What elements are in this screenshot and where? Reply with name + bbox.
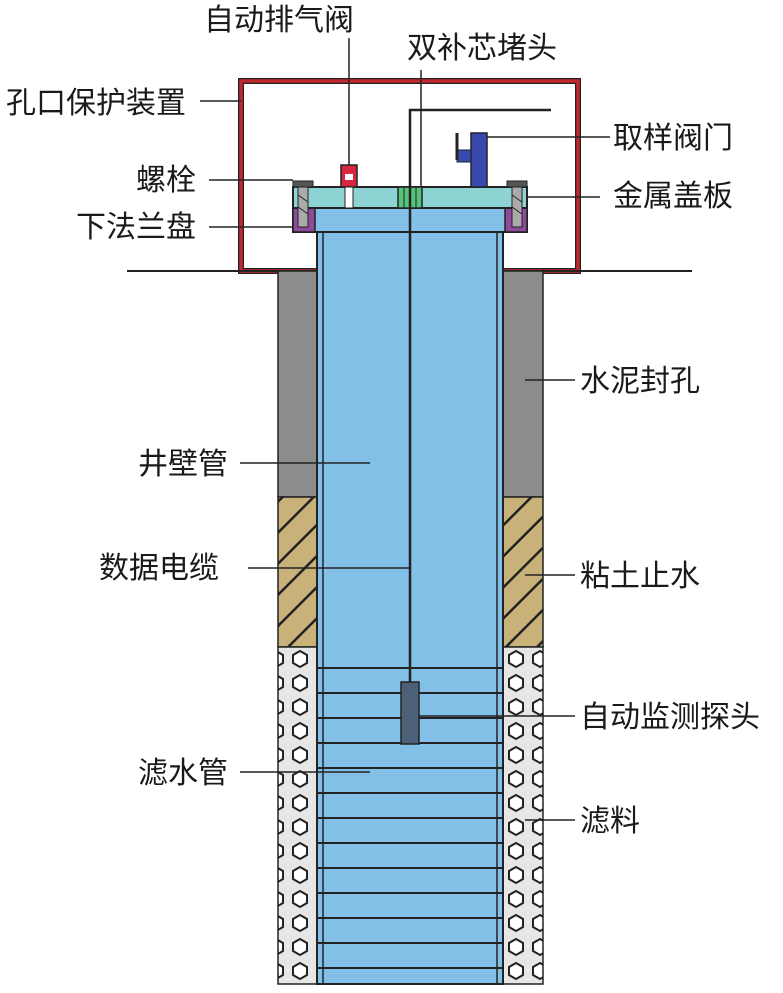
label-auto-vent-valve: 自动排气阀 — [204, 3, 354, 38]
label-cement-seal: 水泥封孔 — [580, 364, 700, 399]
filter-gravel-right — [502, 646, 544, 985]
cement-seal-right — [502, 270, 544, 498]
clay-seal-right — [502, 496, 544, 648]
cement-seal-left — [277, 270, 318, 498]
label-bolt: 螺栓 — [136, 163, 196, 198]
label-lower-flange: 下法兰盘 — [76, 210, 196, 245]
auto-vent-valve — [340, 164, 358, 209]
bolt-right — [506, 180, 528, 228]
filter-pipe-slots — [317, 667, 503, 969]
label-hole-protector: 孔口保护装置 — [6, 86, 186, 121]
label-filter-pipe: 滤水管 — [138, 756, 228, 791]
data-cable — [408, 108, 551, 682]
auto-monitoring-probe — [400, 681, 420, 745]
filter-gravel-left — [277, 646, 318, 985]
label-sampling-valve: 取样阀门 — [613, 121, 733, 156]
bolt-left — [292, 180, 314, 228]
label-data-cable: 数据电缆 — [99, 551, 219, 586]
label-filter-material: 滤料 — [580, 804, 640, 839]
label-double-core-plug: 双补芯堵头 — [407, 31, 557, 66]
label-auto-probe: 自动监测探头 — [580, 700, 760, 735]
label-well-casing: 井壁管 — [138, 447, 228, 482]
clay-seal-left — [277, 496, 318, 648]
label-metal-cover: 金属盖板 — [613, 179, 733, 214]
sampling-valve — [455, 132, 488, 188]
label-clay-seal: 粘土止水 — [580, 559, 700, 594]
